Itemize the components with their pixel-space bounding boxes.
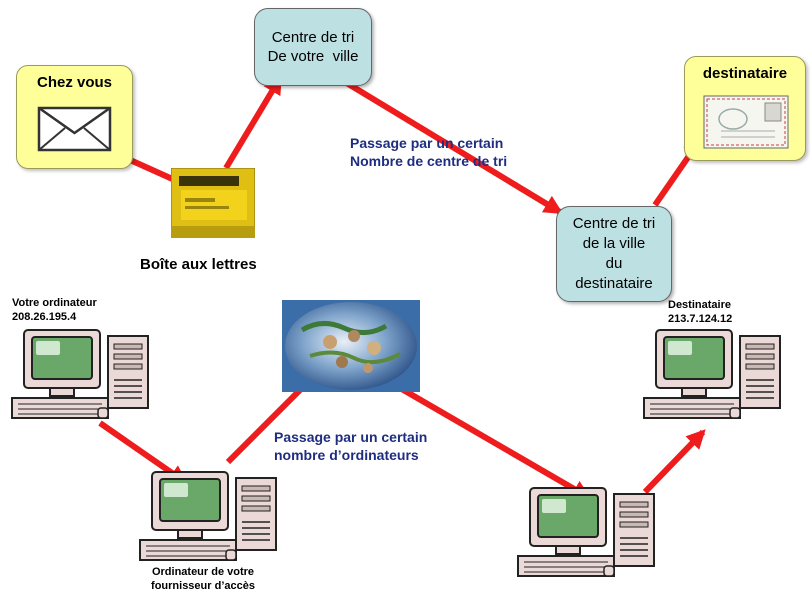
sorting-center-dest-line2: de la ville <box>582 235 646 252</box>
sorting-center-origin-line1: Centre de tri <box>271 29 355 46</box>
mailbox-label: Boîte aux lettres <box>140 256 257 273</box>
recipient-label: destinataire <box>702 65 788 82</box>
home-label: Chez vous <box>36 74 112 91</box>
mail-transit-line1: Passage par un certain <box>350 135 504 151</box>
destination-computer-label: Destinataire 213.7.124.12 <box>668 298 808 326</box>
arrow-mailbox-to-center <box>223 74 283 170</box>
computer-icon <box>139 471 277 561</box>
computer-icon <box>11 329 149 419</box>
computer-icon <box>643 329 781 419</box>
your-computer <box>10 328 152 427</box>
destination-computer-ip: 213.7.124.12 <box>668 313 733 325</box>
sorting-center-dest-line3: du <box>605 255 623 272</box>
isp-computer-line1: Ordinateur de votre <box>151 566 255 578</box>
arrow-router-to-dest-pc <box>642 429 706 495</box>
isp-computer-line2: fournisseur d’accès <box>151 580 255 592</box>
sorting-center-origin-line2: De votre ville <box>267 48 359 65</box>
your-computer-title: Votre ordinateur <box>12 297 97 309</box>
postcard-icon <box>703 95 789 149</box>
destination-computer <box>642 328 784 427</box>
envelope-icon <box>37 106 112 152</box>
isp-computer-label: Ordinateur de votre fournisseur d’accès <box>118 565 288 593</box>
network-transit-line2: nombre d’ordinateurs <box>274 447 419 463</box>
network-transit-label: Passage par un certain nombre d’ordinate… <box>274 428 494 464</box>
transit-computer <box>516 486 658 585</box>
sorting-center-dest-line4: destinataire <box>575 275 653 292</box>
mail-transit-label: Passage par un certain Nombre de centre … <box>350 134 590 170</box>
home-card: Chez vous <box>16 65 133 169</box>
isp-computer <box>138 470 280 569</box>
mail-transit-line2: Nombre de centre de tri <box>350 153 508 169</box>
sorting-center-origin: Centre de tri De votre ville <box>254 8 372 86</box>
computer-icon <box>517 487 655 577</box>
destination-computer-title: Destinataire <box>668 299 731 311</box>
sorting-center-destination: Centre de tri de la ville du destinatair… <box>556 206 672 302</box>
globe-icon <box>282 300 420 392</box>
sorting-center-dest-line1: Centre de tri <box>572 215 656 232</box>
network-transit-line1: Passage par un certain <box>274 429 428 445</box>
recipient-card: destinataire <box>684 56 806 161</box>
mailbox-icon <box>171 168 255 238</box>
your-computer-ip: 208.26.195.4 <box>12 311 77 323</box>
your-computer-label: Votre ordinateur 208.26.195.4 <box>12 296 172 324</box>
